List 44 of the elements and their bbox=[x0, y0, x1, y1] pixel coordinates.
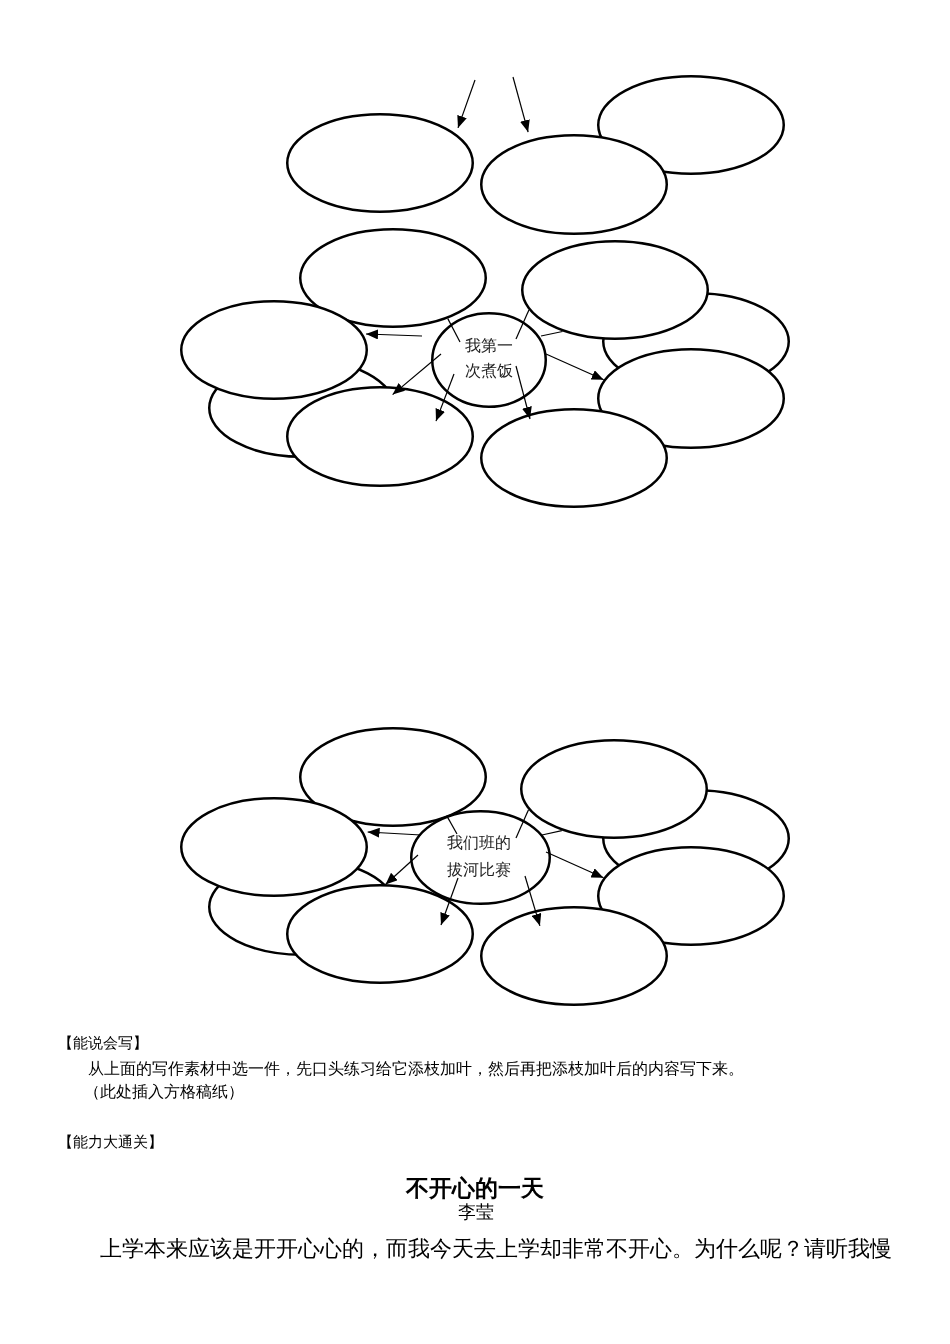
blank-bubble bbox=[597, 348, 785, 449]
blank-bubble bbox=[180, 797, 368, 897]
connector-line bbox=[541, 830, 563, 836]
blank-bubble bbox=[286, 386, 474, 487]
arrow bbox=[524, 875, 542, 927]
arrow bbox=[512, 76, 530, 133]
arrow bbox=[545, 353, 605, 381]
arrow bbox=[515, 365, 532, 420]
connector-line bbox=[515, 809, 530, 839]
blank-bubble bbox=[480, 408, 668, 508]
blank-bubble bbox=[597, 846, 785, 946]
arrow bbox=[440, 877, 459, 926]
blank-bubble bbox=[299, 228, 487, 328]
arrow bbox=[457, 79, 476, 129]
blank-bubble bbox=[286, 884, 474, 984]
arrow bbox=[365, 329, 423, 340]
arrow bbox=[435, 373, 455, 422]
section-heading: 【能说会写】 bbox=[58, 1035, 148, 1053]
arrow bbox=[545, 851, 605, 879]
blank-bubble bbox=[480, 134, 668, 235]
blank-bubble bbox=[520, 739, 708, 839]
connector-line bbox=[515, 309, 530, 340]
blank-bubble bbox=[286, 113, 474, 213]
arrow bbox=[392, 353, 442, 396]
instruction-text: 从上面的写作素材中选一件，先口头练习给它添枝加叶，然后再把添枝加叶后的内容写下来。 bbox=[88, 1060, 744, 1079]
story-title: 不开心的一天 bbox=[406, 1175, 544, 1202]
arrow bbox=[367, 827, 422, 838]
topic-label: 我们班的拔河比赛 bbox=[447, 832, 512, 881]
author-name: 李莹 bbox=[458, 1202, 494, 1223]
blank-bubble bbox=[299, 727, 487, 827]
arrow bbox=[384, 854, 419, 886]
connector-line bbox=[447, 318, 461, 343]
blank-bubble bbox=[480, 906, 668, 1006]
blank-bubble bbox=[180, 300, 368, 400]
blank-bubble bbox=[597, 75, 785, 175]
section-heading: 【能力大通关】 bbox=[58, 1134, 163, 1152]
blank-bubble bbox=[521, 240, 709, 340]
topic-label: 我第一次煮饭 bbox=[465, 335, 514, 382]
connector-line bbox=[447, 817, 458, 835]
topic-bubble bbox=[431, 312, 547, 408]
note-text: （此处插入方格稿纸） bbox=[84, 1083, 244, 1102]
story-text: 上学本来应该是开开心心的，而我今天去上学却非常不开心。为什么呢？请听我慢 bbox=[100, 1236, 892, 1262]
connector-line bbox=[540, 330, 564, 337]
topic-bubble bbox=[410, 810, 551, 905]
